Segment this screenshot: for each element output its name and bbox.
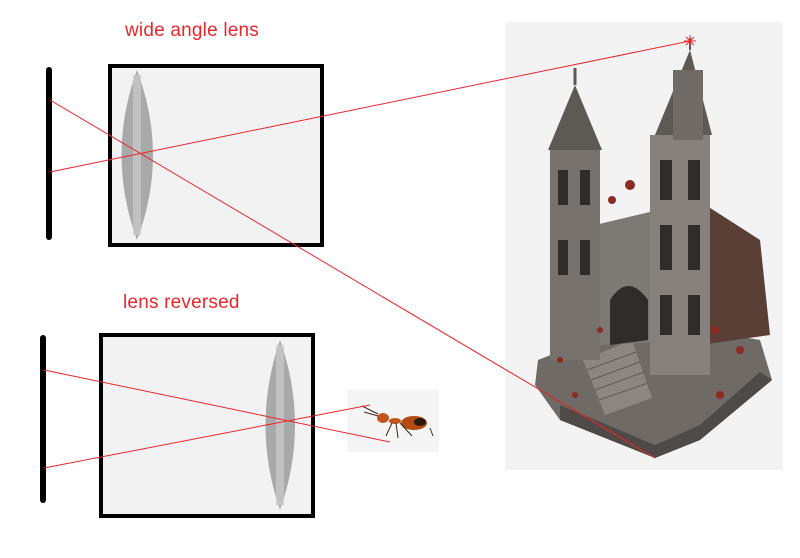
ray-top-2 — [49, 99, 656, 459]
ray-bottom-1 — [43, 369, 391, 443]
label-lens-reversed: lens reversed — [123, 292, 240, 313]
top-lens — [121, 70, 153, 240]
ant-image — [361, 405, 434, 439]
ray-top-1 — [49, 40, 691, 173]
cathedral-model-image — [535, 35, 772, 458]
bottom-lens — [265, 340, 295, 510]
label-wide-angle-lens: wide angle lens — [125, 20, 259, 41]
ray-bottom-2 — [43, 404, 371, 469]
